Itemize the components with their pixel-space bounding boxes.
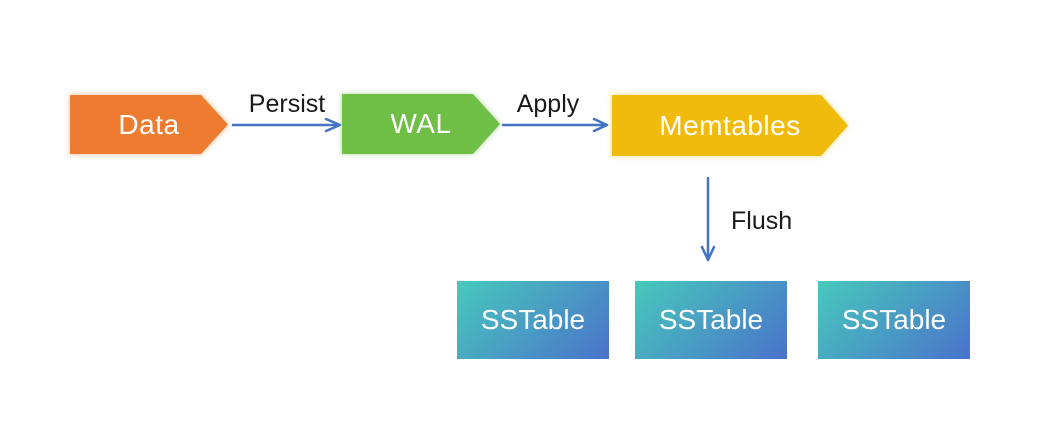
node-sstable-3: SSTable	[818, 281, 970, 359]
node-memtables: Memtables	[612, 95, 848, 156]
node-memtables-label: Memtables	[659, 109, 801, 141]
node-data: Data	[70, 95, 228, 154]
node-sstable-1: SSTable	[457, 281, 609, 359]
node-wal: WAL	[342, 94, 500, 154]
node-wal-label: WAL	[390, 108, 452, 139]
edge-label-persist: Persist	[248, 90, 326, 118]
apply-arrow	[501, 117, 609, 133]
node-sstable-3-label: SSTable	[841, 304, 947, 335]
node-data-label: Data	[118, 108, 180, 140]
persist-arrow	[231, 117, 342, 133]
edge-label-flush: Flush	[731, 207, 793, 235]
edge-label-apply: Apply	[516, 90, 580, 118]
node-sstable-1-label: SSTable	[480, 304, 586, 335]
node-sstable-2: SSTable	[635, 281, 787, 359]
node-sstable-2-label: SSTable	[658, 304, 764, 335]
flush-arrow	[700, 176, 716, 262]
